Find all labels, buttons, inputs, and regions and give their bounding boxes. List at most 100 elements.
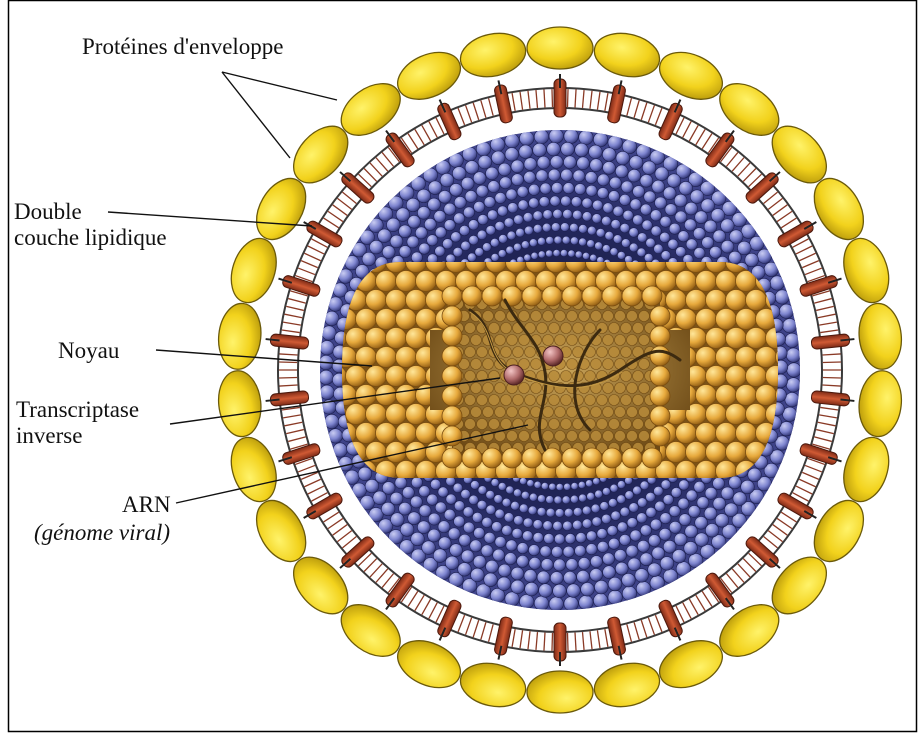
matrix-sphere bbox=[492, 522, 502, 532]
matrix-sphere bbox=[435, 246, 445, 256]
capsid-rim-sphere bbox=[442, 326, 462, 346]
matrix-sphere bbox=[408, 512, 421, 525]
matrix-sphere bbox=[486, 490, 495, 499]
matrix-sphere bbox=[481, 545, 493, 557]
matrix-sphere bbox=[614, 549, 626, 561]
matrix-sphere bbox=[506, 486, 514, 494]
matrix-sphere bbox=[540, 546, 551, 557]
matrix-sphere bbox=[640, 174, 653, 187]
matrix-sphere bbox=[517, 186, 528, 197]
capsid-inner-sphere bbox=[621, 323, 632, 334]
matrix-sphere bbox=[581, 582, 595, 596]
capsid-inner-sphere bbox=[483, 311, 494, 322]
capsid-inner-sphere bbox=[507, 335, 518, 346]
matrix-sphere bbox=[506, 189, 517, 200]
capsid-sphere bbox=[386, 366, 407, 387]
capsid-inner-sphere bbox=[627, 431, 638, 442]
matrix-sphere bbox=[582, 506, 591, 515]
matrix-sphere bbox=[511, 174, 523, 186]
matrix-sphere bbox=[511, 160, 524, 173]
matrix-sphere bbox=[448, 528, 460, 540]
matrix-sphere bbox=[556, 483, 563, 490]
matrix-sphere bbox=[541, 559, 553, 571]
matrix-sphere bbox=[741, 480, 755, 494]
matrix-sphere bbox=[504, 218, 514, 228]
matrix-sphere bbox=[582, 198, 592, 208]
matrix-sphere bbox=[519, 504, 528, 513]
capsid-inner-sphere bbox=[609, 419, 620, 430]
matrix-sphere bbox=[646, 507, 656, 517]
lipid-tail bbox=[823, 362, 841, 363]
capsid-sphere bbox=[676, 309, 697, 330]
matrix-sphere bbox=[465, 190, 477, 202]
matrix-sphere bbox=[592, 517, 602, 527]
matrix-sphere bbox=[660, 232, 670, 242]
matrix-sphere bbox=[533, 520, 543, 530]
matrix-sphere bbox=[469, 495, 479, 505]
matrix-sphere bbox=[488, 181, 500, 193]
matrix-sphere bbox=[482, 243, 491, 252]
matrix-sphere bbox=[608, 538, 619, 549]
capsid-inner-sphere bbox=[465, 371, 476, 382]
capsid-inner-sphere bbox=[633, 371, 644, 382]
label-rna: ARN bbox=[122, 492, 171, 517]
capsid-inner-sphere bbox=[633, 323, 644, 334]
matrix-sphere bbox=[541, 482, 548, 489]
matrix-sphere bbox=[517, 555, 529, 567]
matrix-sphere bbox=[675, 211, 687, 223]
matrix-sphere bbox=[602, 487, 610, 495]
matrix-sphere bbox=[438, 190, 451, 203]
capsid-inner-sphere bbox=[519, 311, 530, 322]
capsid-sphere bbox=[346, 404, 367, 425]
matrix-sphere bbox=[320, 385, 334, 399]
matrix-sphere bbox=[390, 492, 403, 505]
matrix-sphere bbox=[615, 562, 628, 575]
matrix-sphere bbox=[529, 239, 537, 247]
matrix-sphere bbox=[570, 237, 578, 245]
capsid-inner-sphere bbox=[543, 311, 554, 322]
capsid-rim-sphere bbox=[642, 448, 662, 468]
matrix-sphere bbox=[625, 491, 634, 500]
matrix-sphere bbox=[444, 220, 455, 231]
matrix-sphere bbox=[590, 556, 602, 568]
matrix-sphere bbox=[576, 532, 586, 542]
matrix-sphere bbox=[453, 483, 463, 493]
matrix-sphere bbox=[572, 210, 582, 220]
matrix-sphere bbox=[497, 577, 511, 591]
capsid-sphere bbox=[716, 423, 737, 444]
capsid-sphere bbox=[416, 423, 437, 444]
matrix-sphere bbox=[472, 512, 482, 522]
matrix-sphere bbox=[493, 549, 505, 561]
matrix-sphere bbox=[478, 486, 487, 495]
matrix-sphere bbox=[419, 486, 430, 497]
capsid-sphere bbox=[366, 366, 387, 387]
matrix-sphere bbox=[685, 525, 698, 538]
matrix-sphere bbox=[611, 511, 621, 521]
matrix-sphere bbox=[587, 240, 595, 248]
capsid-rim-sphere bbox=[502, 448, 522, 468]
capsid-inner-sphere bbox=[501, 347, 512, 358]
matrix-sphere bbox=[608, 577, 622, 591]
matrix-sphere bbox=[517, 543, 528, 554]
capsid-inner-sphere bbox=[615, 383, 626, 394]
matrix-sphere bbox=[573, 170, 585, 182]
matrix-sphere bbox=[511, 501, 520, 510]
matrix-sphere bbox=[442, 239, 452, 249]
capsid-inner-sphere bbox=[537, 323, 548, 334]
matrix-sphere bbox=[513, 489, 521, 497]
capsid-sphere bbox=[696, 385, 717, 406]
matrix-sphere bbox=[637, 233, 647, 243]
envelope-protein bbox=[527, 27, 593, 69]
matrix-sphere bbox=[748, 468, 762, 482]
matrix-sphere bbox=[633, 186, 645, 198]
capsid-inner-sphere bbox=[549, 371, 560, 382]
capsid-inner-sphere bbox=[585, 371, 596, 382]
matrix-sphere bbox=[562, 496, 570, 504]
capsid-sphere bbox=[746, 290, 767, 311]
matrix-sphere bbox=[417, 206, 430, 219]
matrix-sphere bbox=[602, 245, 610, 253]
matrix-sphere bbox=[520, 477, 527, 484]
matrix-sphere bbox=[608, 191, 619, 202]
matrix-sphere bbox=[562, 236, 570, 244]
matrix-sphere bbox=[512, 528, 522, 538]
